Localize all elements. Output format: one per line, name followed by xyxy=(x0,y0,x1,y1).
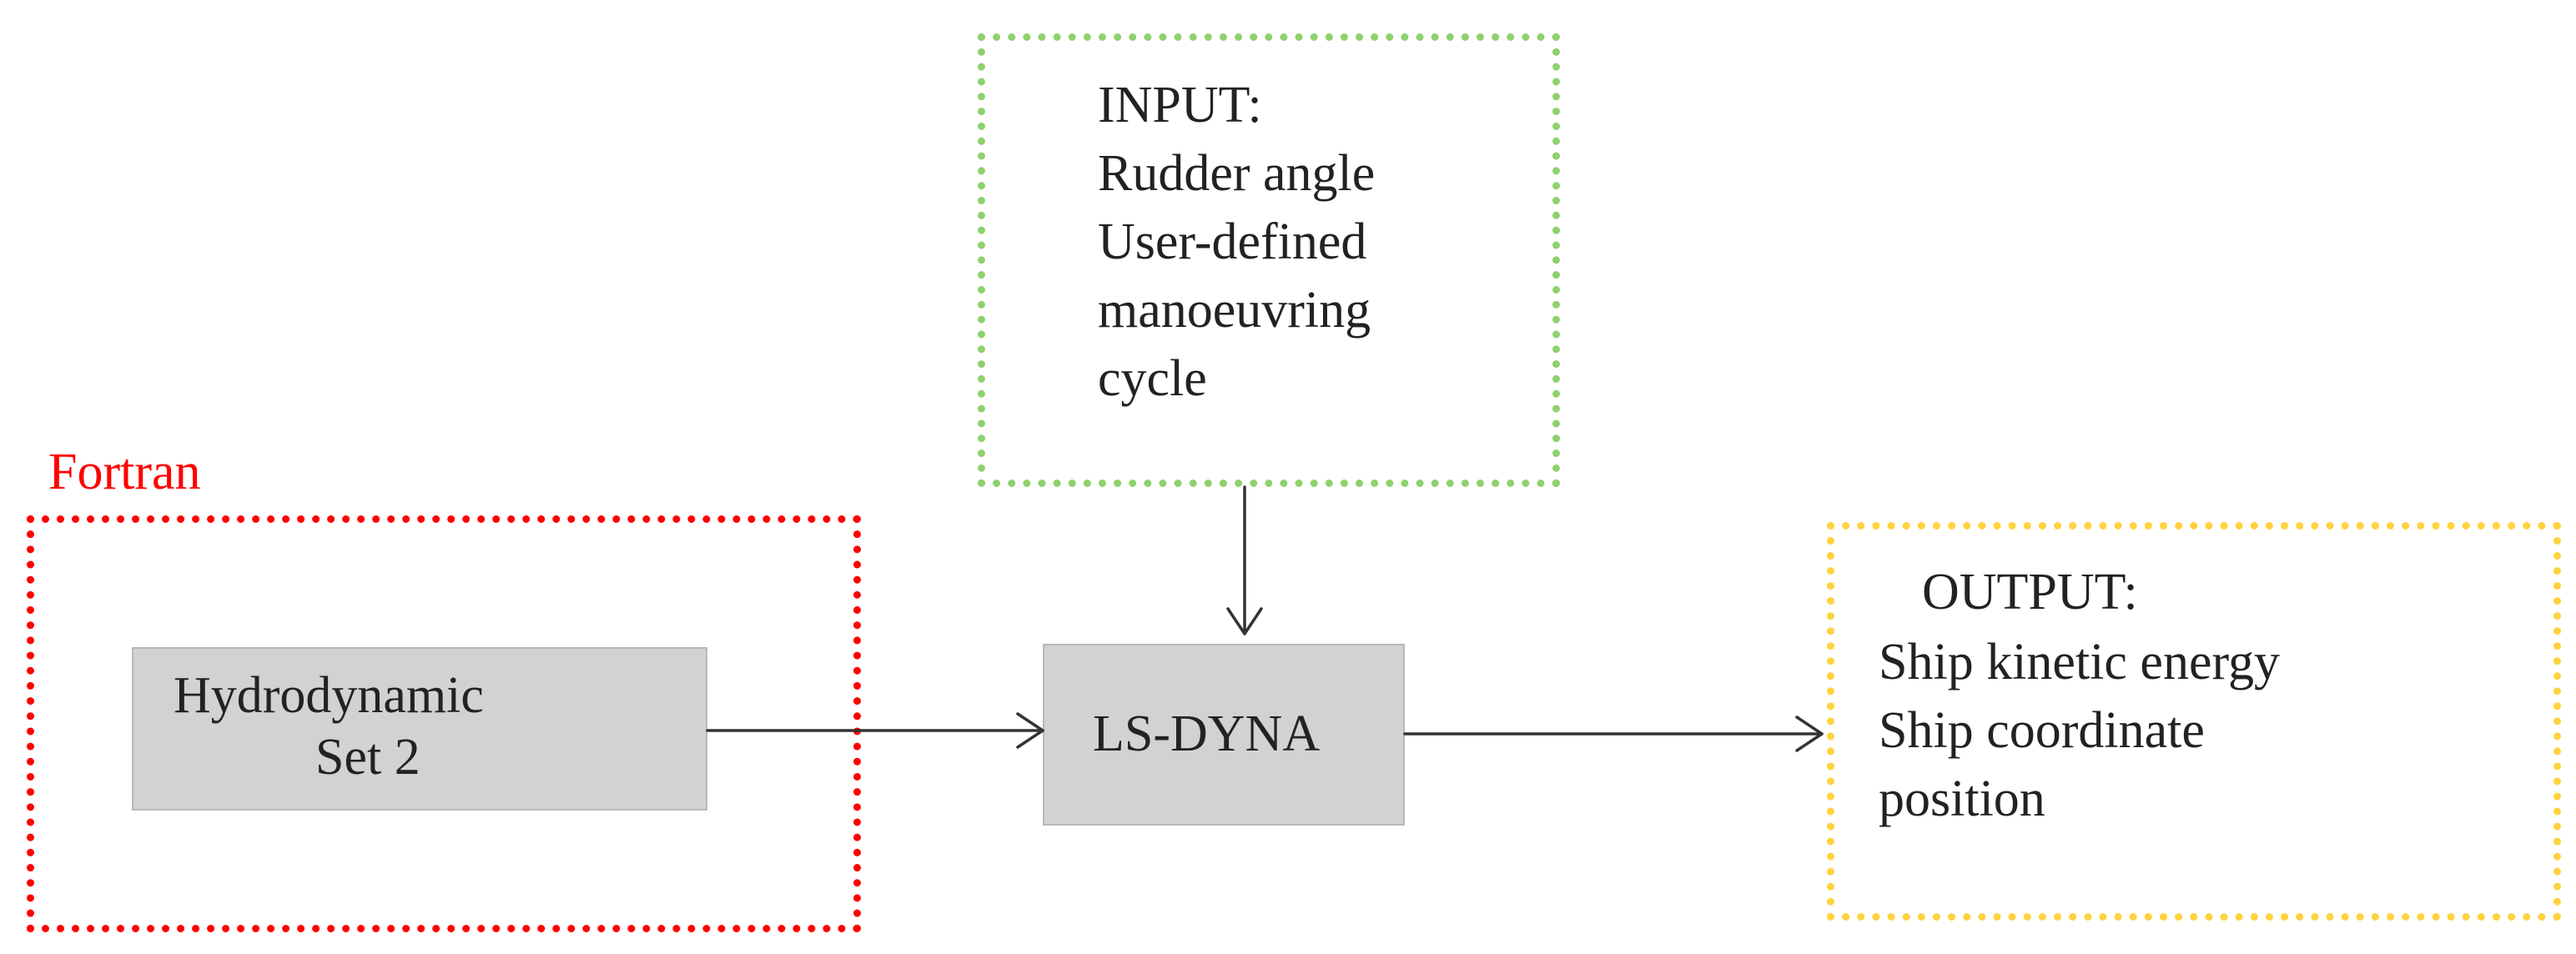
output-box xyxy=(1827,522,2561,921)
fortran-container xyxy=(27,515,861,932)
lsdyna-label: LS-DYNA xyxy=(1093,705,1321,762)
hydrodynamic-line1: Hydrodynamic xyxy=(174,667,484,724)
arrowhead-lsdyna-to-output xyxy=(1795,716,1824,752)
output-title: OUTPUT: xyxy=(1922,564,2138,620)
hydrodynamic-block xyxy=(132,647,707,811)
output-line-3: position xyxy=(1879,771,2045,827)
output-line-2: Ship coordinate xyxy=(1879,702,2205,759)
arrowhead-hydro-to-lsdyna xyxy=(1016,712,1044,749)
input-line-4: cycle xyxy=(1098,350,1207,407)
input-line-1: Rudder angle xyxy=(1098,145,1376,202)
hydrodynamic-line2: Set 2 xyxy=(315,729,420,786)
output-line-1: Ship kinetic energy xyxy=(1879,634,2280,690)
input-line-2: User-defined xyxy=(1098,213,1367,270)
arrowhead-input-to-lsdyna xyxy=(1226,607,1263,635)
input-title: INPUT: xyxy=(1098,77,1262,133)
fortran-label: Fortran xyxy=(48,444,201,500)
input-box xyxy=(978,33,1560,487)
lsdyna-block xyxy=(1043,644,1405,826)
input-line-3: manoeuvring xyxy=(1098,282,1371,339)
